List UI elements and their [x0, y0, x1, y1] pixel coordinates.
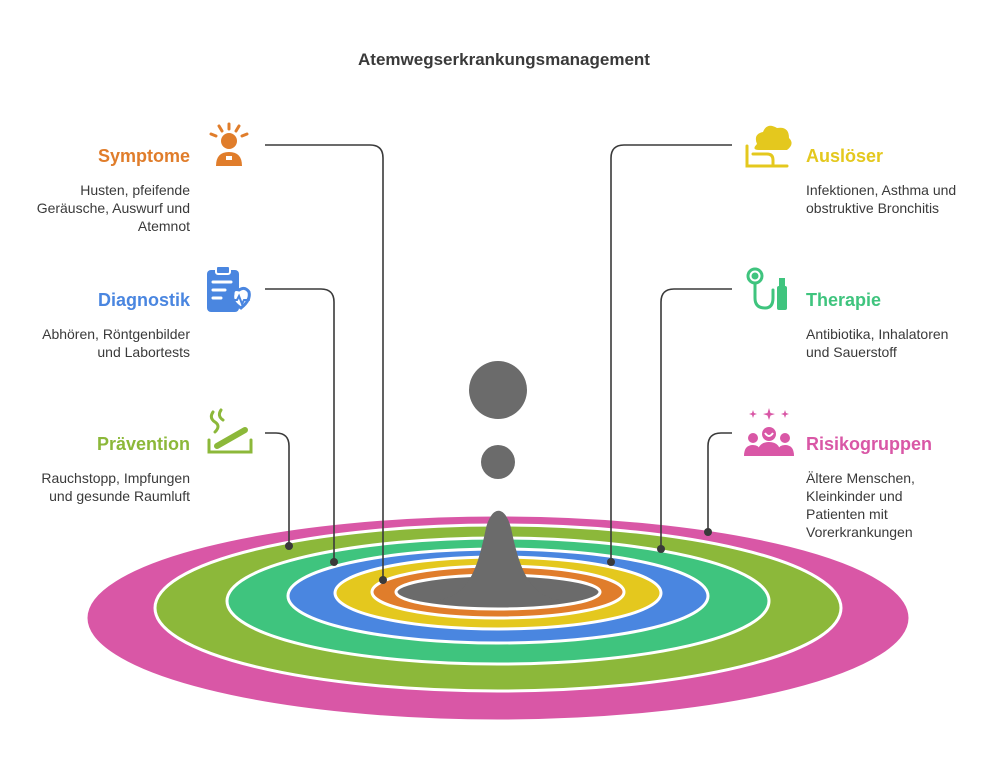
connector-praevention [265, 432, 290, 546]
item-title: Auslöser [806, 146, 884, 166]
item-ausloeser: Auslöser Infektionen, Asthma und obstruk… [806, 146, 1006, 217]
connector-dot-risikogruppen [704, 528, 712, 536]
item-desc: Husten, pfeifende Geräusche, Auswurf und… [36, 182, 190, 234]
item-title: Risikogruppen [806, 434, 933, 454]
connector-symptome [265, 144, 384, 580]
item-desc: Ältere Menschen, Kleinkinder und Patient… [806, 470, 915, 540]
item-desc: Rauchstopp, Impfungen und gesunde Raumlu… [41, 470, 190, 504]
drop-small [481, 445, 515, 479]
connector-dot-symptome [379, 576, 387, 584]
connector-dot-diagnostik [330, 558, 338, 566]
no-smoking-icon [203, 408, 255, 460]
clipboard-heart-icon [203, 264, 255, 316]
connector-risikogruppen [707, 432, 732, 532]
item-diagnostik: Diagnostik Abhören, Röntgenbilder und La… [0, 290, 190, 361]
item-symptome: Symptome Husten, pfeifende Geräusche, Au… [0, 146, 190, 235]
drop-large [469, 361, 527, 419]
diagram-title: Atemwegserkrankungsmanagement [358, 50, 650, 69]
connector-diagnostik [265, 288, 335, 562]
connector-dot-ausloeser [607, 558, 615, 566]
item-title: Symptome [97, 146, 190, 166]
item-desc: Abhören, Röntgenbilder und Labortests [42, 326, 190, 360]
cloud-lungs-icon [743, 120, 795, 172]
item-title: Diagnostik [97, 290, 190, 310]
connector-dot-therapie [657, 545, 665, 553]
alert-person-icon [203, 120, 255, 172]
item-desc: Infektionen, Asthma und obstruktive Bron… [806, 182, 957, 216]
item-therapie: Therapie Antibiotika, Inhalatoren und Sa… [806, 290, 1006, 361]
item-desc: Antibiotika, Inhalatoren und Sauerstoff [806, 326, 949, 360]
connector-therapie [660, 288, 732, 549]
stethoscope-icon [743, 264, 795, 316]
connector-dot-praevention [285, 542, 293, 550]
group-people-icon [743, 406, 795, 458]
splash-peak [438, 510, 560, 600]
item-title: Therapie [806, 290, 882, 310]
item-risikogruppen: Risikogruppen Ältere Menschen, Kleinkind… [806, 434, 1006, 541]
item-praevention: Prävention Rauchstopp, Impfungen und ges… [0, 434, 190, 505]
item-title: Prävention [96, 434, 190, 454]
connector-ausloeser [610, 144, 732, 562]
